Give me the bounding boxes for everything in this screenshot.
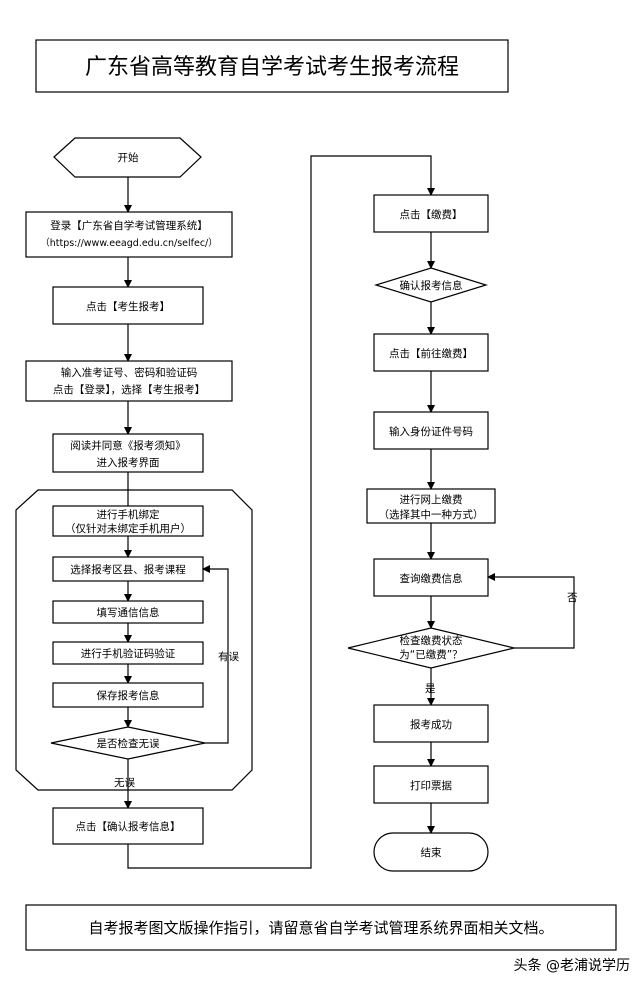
select-course-box: 选择报考区县、报考课程 [52, 556, 204, 582]
svg-text:点击【缴费】: 点击【缴费】 [400, 208, 463, 221]
svg-text:结束: 结束 [421, 846, 442, 859]
svg-text:阅读并同意《报考须知》: 阅读并同意《报考须知》 [70, 439, 186, 452]
login-box: 登录【广东省自学考试管理系统】 （https://www.eeagd.edu.c… [25, 211, 233, 258]
query-pay-box: 查询缴费信息 [373, 558, 489, 597]
svg-text:点击【确认报考信息】: 点击【确认报考信息】 [76, 820, 181, 833]
svg-text:（https://www.eeagd.edu.cn/self: （https://www.eeagd.edu.cn/selfec/） [40, 237, 218, 249]
page-title: 广东省高等教育自学考试考生报考流程 [85, 55, 459, 80]
success-box: 报考成功 [373, 704, 489, 743]
end-node: 结束 [373, 832, 489, 872]
arrow-error-loop [202, 565, 229, 744]
click-pay-box: 点击【缴费】 [373, 194, 489, 233]
svg-text:进行网上缴费: 进行网上缴费 [400, 493, 463, 506]
svg-text:检查缴费状态: 检查缴费状态 [400, 634, 463, 647]
confirm-info-decision: 确认报考信息 [373, 267, 489, 303]
confirm-info-box: 点击【确认报考信息】 [52, 807, 204, 845]
save-info-box: 保存报考信息 [52, 682, 204, 708]
online-pay-box: 进行网上缴费 （选择其中一种方式） [366, 488, 496, 524]
svg-text:为“已缴费”？: 为“已缴费”？ [399, 648, 462, 661]
check-ok-decision: 是否检查无误 [50, 726, 206, 760]
click-apply-box: 点击【考生报考】 [52, 286, 204, 325]
bind-phone-box: 进行手机绑定 （仅针对未绑定手机用户） [52, 505, 204, 537]
svg-text:选择报考区县、报考课程: 选择报考区县、报考课程 [70, 563, 186, 576]
svg-text:确认报考信息: 确认报考信息 [400, 279, 463, 292]
svg-text:进行手机验证码验证: 进行手机验证码验证 [81, 647, 176, 660]
svg-text:查询缴费信息: 查询缴费信息 [400, 572, 463, 585]
svg-text:输入身份证件号码: 输入身份证件号码 [389, 425, 473, 438]
svg-text:（选择其中一种方式）: （选择其中一种方式） [379, 508, 484, 521]
input-credentials-box: 输入准考证号、密码和验证码 点击【登录】，选择【考生报考】 [25, 360, 233, 402]
watermark: 头条 @老浦说学历 [514, 957, 630, 974]
print-ticket-box: 打印票据 [373, 765, 489, 804]
input-id-box: 输入身份证件号码 [373, 411, 489, 450]
label-ok: 无误 [114, 777, 135, 789]
arrow-left-to-right [127, 155, 435, 869]
go-pay-box: 点击【前往缴费】 [373, 333, 489, 372]
svg-text:保存报考信息: 保存报考信息 [97, 689, 160, 702]
fill-contact-box: 填写通信信息 [52, 600, 204, 624]
svg-text:（仅针对未绑定手机用户）: （仅针对未绑定手机用户） [65, 522, 191, 535]
sms-verify-box: 进行手机验证码验证 [52, 641, 204, 665]
svg-text:登录【广东省自学考试管理系统】: 登录【广东省自学考试管理系统】 [50, 219, 208, 232]
svg-text:点击【考生报考】: 点击【考生报考】 [86, 300, 170, 313]
svg-text:报考成功: 报考成功 [410, 718, 452, 731]
svg-text:填写通信信息: 填写通信信息 [97, 606, 160, 619]
svg-text:点击【登录】，选择【考生报考】: 点击【登录】，选择【考生报考】 [53, 383, 205, 396]
start-node: 开始 [53, 137, 202, 178]
label-error: 有误 [218, 650, 239, 663]
footer-note: 自考报考图文版操作指引，请留意省自学考试管理系统界面相关文档。 [88, 919, 553, 937]
application-container [15, 489, 253, 791]
svg-text:进行手机绑定: 进行手机绑定 [97, 508, 160, 521]
svg-text:输入准考证号、密码和验证码: 输入准考证号、密码和验证码 [61, 366, 198, 379]
svg-text:开始: 开始 [118, 151, 139, 164]
read-notice-box: 阅读并同意《报考须知》 进入报考界面 [52, 433, 204, 473]
label-yes: 是 [425, 683, 436, 695]
arrow-no-loop [487, 573, 575, 649]
title-box: 广东省高等教育自学考试考生报考流程 [35, 39, 509, 93]
svg-text:进入报考界面: 进入报考界面 [97, 456, 160, 469]
label-no: 否 [567, 592, 578, 604]
svg-text:打印票据: 打印票据 [410, 779, 452, 792]
svg-text:是否检查无误: 是否检查无误 [97, 737, 160, 750]
footer-note-box: 自考报考图文版操作指引，请留意省自学考试管理系统界面相关文档。 [25, 904, 617, 951]
svg-text:点击【前往缴费】: 点击【前往缴费】 [389, 347, 473, 360]
check-pay-decision: 检查缴费状态 为“已缴费”？ [347, 627, 515, 669]
